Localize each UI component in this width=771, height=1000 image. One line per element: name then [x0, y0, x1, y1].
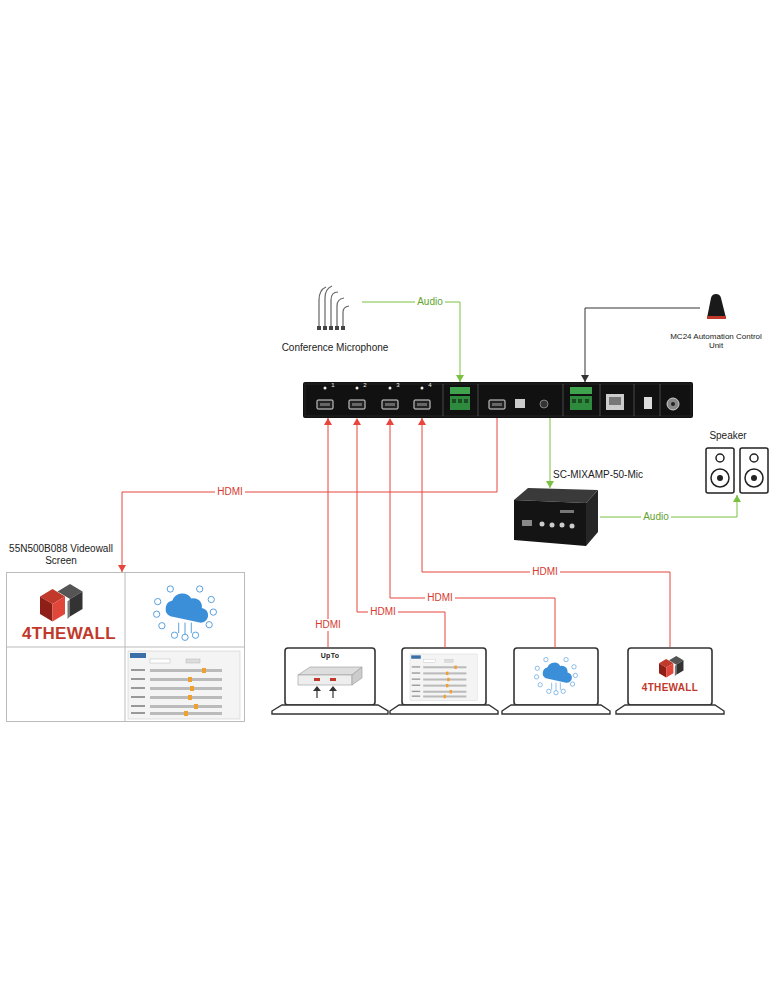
node-label: Conference Microphone: [255, 342, 415, 354]
arrow-head: [733, 495, 741, 502]
arrow-head: [456, 375, 464, 382]
node-label: 4THEWALL: [11, 624, 127, 644]
node-label: SC-MIXAMP-50-Mic: [553, 469, 663, 481]
laptop-node: UpTo: [272, 647, 388, 715]
connector: [122, 418, 497, 572]
laptop-node: 4THEWALL: [616, 647, 724, 715]
signal-label: HDMI: [368, 606, 398, 618]
signal-label: Audio: [641, 511, 671, 523]
arrow-head: [324, 418, 332, 425]
arrow-head: [546, 481, 554, 488]
signal-label: Audio: [415, 296, 445, 308]
connector: [422, 418, 670, 647]
node-label: Speaker: [688, 430, 768, 442]
arrow-head: [581, 375, 589, 382]
control-unit-node: MC24 Automation Control Unit: [703, 292, 729, 322]
node-label: 4: [426, 382, 434, 389]
node-label: 4THEWALL: [630, 682, 710, 694]
node-label: 55N500B088 Videowall Screen: [5, 543, 117, 566]
connector: [328, 418, 329, 647]
arrow-head: [418, 418, 426, 425]
signal-label: HDMI: [215, 486, 245, 498]
connector: [550, 418, 551, 488]
signal-label: HDMI: [530, 566, 560, 578]
amplifier-node: SC-MIXAMP-50-Mic: [512, 488, 600, 546]
node-label: 2: [361, 382, 369, 389]
node-label: UpTo: [302, 652, 358, 660]
node-label: 1: [329, 382, 337, 389]
arrow-head: [118, 565, 126, 572]
speaker-node: Speaker: [704, 447, 770, 494]
switcher-node: 1 2 3 4: [303, 382, 693, 418]
connector: [585, 308, 700, 382]
signal-label: HDMI: [425, 592, 455, 604]
node-label: 3: [394, 382, 402, 389]
microphone-node: Conference Microphone: [316, 280, 354, 332]
signal-label: HDMI: [313, 619, 343, 631]
node-label: MC24 Automation Control Unit: [664, 332, 768, 350]
videowall-node: 55N500B088 Videowall Screen4THEWALL: [6, 572, 245, 722]
